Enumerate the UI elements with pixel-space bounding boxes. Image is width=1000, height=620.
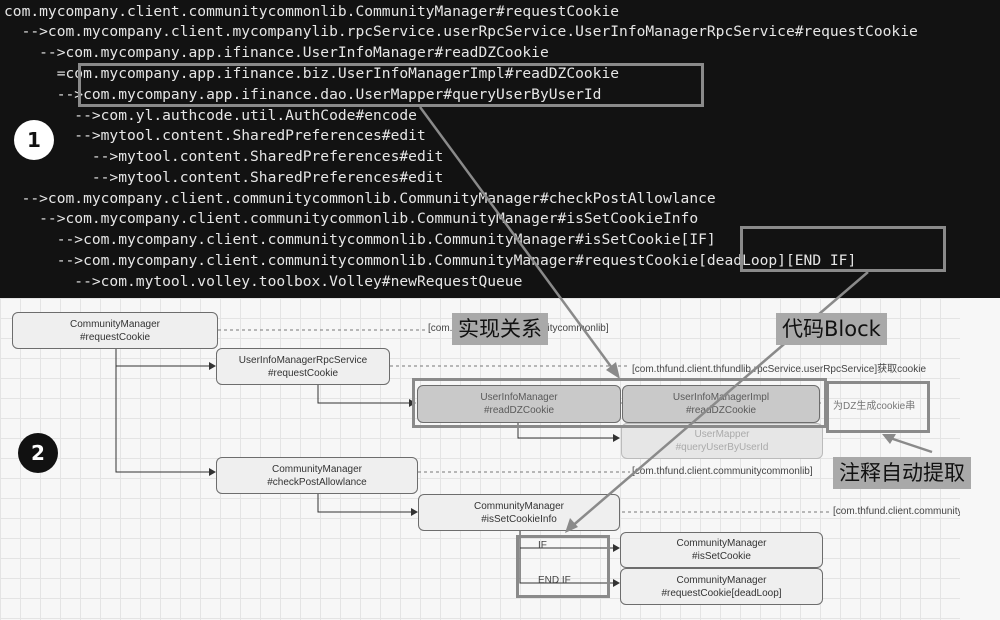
- node-class-label: UserInfoManagerRpcService: [238, 354, 368, 366]
- code-line: -->com.mycompany.client.communitycommonl…: [4, 231, 716, 248]
- callout-auto-comment: 注释自动提取: [833, 457, 971, 489]
- callout-arrow: [569, 271, 869, 529]
- code-call-trace-panel: com.mycompany.client.communitycommonlib.…: [0, 0, 1000, 298]
- code-line: -->mytool.content.SharedPreferences#edit: [4, 169, 444, 186]
- node-usermapper-queryuserbyuserid[interactable]: UserMapper #queryUserByUserId: [621, 423, 823, 459]
- code-line: -->com.yl.authcode.util.AuthCode#encode: [4, 107, 417, 124]
- callout-arrow: [418, 106, 617, 373]
- highlight-frame-comment: [826, 381, 930, 433]
- flow-endif-label: END IF: [538, 575, 571, 586]
- code-line: -->mytool.content.SharedPreferences#edit: [4, 127, 426, 144]
- highlight-frame-block-code: [740, 226, 946, 272]
- code-line: com.mycompany.client.communitycommonlib.…: [4, 3, 620, 20]
- node-communitymanager-requestcookie-deadloop[interactable]: CommunityManager #requestCookie[deadLoop…: [620, 568, 823, 605]
- node-communitymanager-checkpostallowlance[interactable]: CommunityManager #checkPostAllowlance: [216, 457, 418, 494]
- step-badge-1: 1: [14, 120, 54, 160]
- callout-impl-relation: 实现关系: [452, 313, 548, 345]
- node-method-label: #queryUserByUserId: [675, 442, 769, 453]
- arrowhead: [209, 468, 216, 476]
- connector-line: [115, 366, 210, 473]
- connector-line: [317, 385, 410, 404]
- code-line: =com.mycompany.app.ifinance.biz.UserInfo…: [4, 65, 620, 82]
- highlight-frame-if-block: [516, 535, 610, 598]
- annotation-text: [com.thfund.client.communitycommonlib]: [833, 506, 960, 517]
- callout-code-block: 代码Block: [776, 313, 887, 345]
- arrowhead: [613, 579, 620, 587]
- node-method-label: #requestCookie: [267, 367, 339, 379]
- node-communitymanager-requestcookie[interactable]: CommunityManager #requestCookie: [12, 312, 218, 349]
- node-userinfomanager-readdzcookie[interactable]: UserInfoManager #readDZCookie: [417, 385, 621, 423]
- node-method-label: #requestCookie: [79, 331, 151, 343]
- node-class-label: UserInfoManager: [480, 392, 558, 403]
- code-line: -->com.mycompany.app.ifinance.UserInfoMa…: [4, 44, 549, 61]
- connector-line: [519, 548, 614, 584]
- arrowhead: [411, 508, 418, 516]
- arrowhead: [209, 362, 216, 370]
- callout-arrow: [889, 436, 933, 454]
- code-line: -->com.mytool.volley.toolbox.Volley#newR…: [4, 273, 523, 290]
- code-line: -->mytool.content.SharedPreferences#edit: [4, 148, 444, 165]
- node-method-label: #isSetCookieInfo: [481, 513, 557, 525]
- node-method-label: #readDZCookie: [483, 405, 555, 416]
- node-class-label: CommunityManager: [271, 463, 363, 475]
- node-userinfomanagerrpcservice-requestcookie[interactable]: UserInfoManagerRpcService #requestCookie: [216, 348, 390, 385]
- node-communitymanager-issetcookie[interactable]: CommunityManager #isSetCookie: [620, 532, 823, 568]
- code-line: -->com.mycompany.client.mycompanylib.rpc…: [4, 23, 918, 40]
- step-badge-2: 2: [18, 433, 58, 473]
- annotation-text: [com.thfund.client.communitycommonlib]: [632, 466, 813, 477]
- node-class-label: CommunityManager: [69, 318, 161, 330]
- node-class-label: CommunityManager: [676, 574, 767, 586]
- node-method-label: #requestCookie[deadLoop]: [661, 587, 782, 599]
- node-class-label: CommunityManager: [676, 538, 767, 549]
- annotation-text: [com.thfund.client.thfundlib.rpcService.…: [632, 364, 927, 375]
- code-line: -->com.mycompany.client.communitycommonl…: [4, 190, 716, 207]
- connector-line: [317, 492, 412, 513]
- node-method-label: #isSetCookie: [692, 551, 751, 562]
- node-method-label: #readDZCookie: [685, 405, 757, 416]
- node-class-label: CommunityManager: [473, 500, 565, 512]
- code-line: -->com.mycompany.client.communitycommonl…: [4, 210, 699, 227]
- node-class-label: UserMapper: [694, 429, 750, 440]
- highlight-frame-impl-code: [78, 63, 704, 107]
- node-method-label: #checkPostAllowlance: [267, 476, 367, 488]
- flow-if-label: IF: [538, 540, 547, 551]
- code-line: -->com.mycompany.client.communitycommonl…: [4, 252, 857, 269]
- arrowhead: [613, 434, 620, 442]
- arrowhead: [613, 544, 620, 552]
- highlight-frame-impl-nodes: [412, 378, 827, 428]
- annotation-text: 为DZ生成cookie串: [833, 401, 916, 412]
- code-line: -->com.mycompany.app.ifinance.dao.UserMa…: [4, 86, 602, 103]
- arrowhead: [565, 518, 578, 533]
- arrowhead: [606, 362, 620, 379]
- arrowhead: [882, 434, 896, 444]
